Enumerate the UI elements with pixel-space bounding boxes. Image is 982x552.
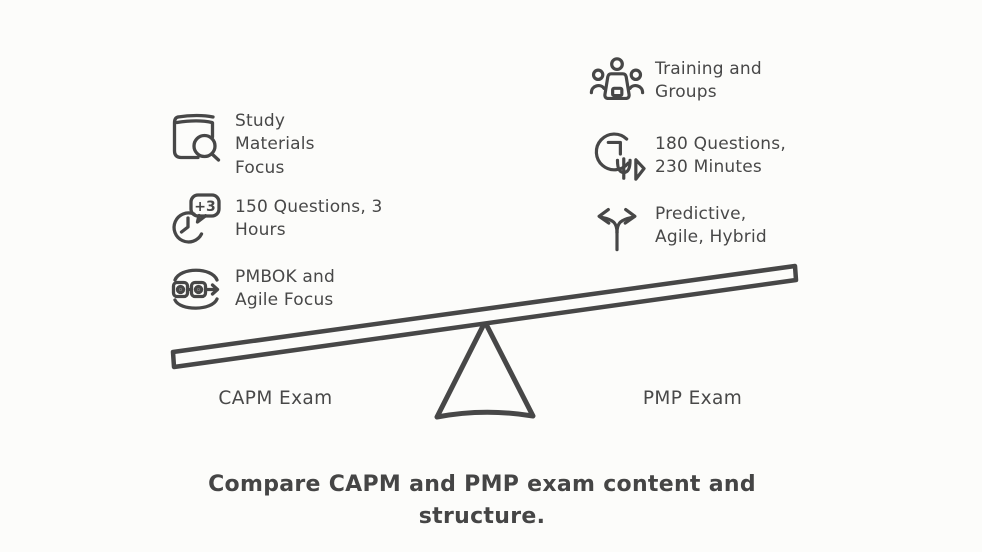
plus-3-badge: +3 xyxy=(194,199,215,215)
book-search-icon xyxy=(166,106,226,166)
feature-label: 150 Questions, 3 Hours xyxy=(235,197,383,241)
process-cycle-icon xyxy=(166,258,226,318)
feature-item-training-groups: Training and Groups xyxy=(588,54,762,112)
clock-plus-3-icon: +3 xyxy=(166,188,226,248)
feature-label: Training and Groups xyxy=(655,59,762,103)
training-group-icon xyxy=(588,54,646,112)
feature-label: PMBOK and Agile Focus xyxy=(235,267,335,311)
pmp-exam-label: PMP Exam xyxy=(642,388,743,409)
feature-item-study-materials: Study Materials Focus xyxy=(166,106,315,180)
feature-item-predictive-agile-hybrid: Predictive, Agile, Hybrid xyxy=(588,196,767,254)
branching-paths-icon xyxy=(588,196,646,254)
feature-label: Study Materials Focus xyxy=(235,111,315,178)
seesaw-fulcrum xyxy=(434,319,536,420)
capm-exam-label: CAPM Exam xyxy=(218,388,333,409)
feature-label: Predictive, Agile, Hybrid xyxy=(655,204,767,248)
exam-clock-icon xyxy=(588,126,646,184)
feature-item-pmbok-agile: PMBOK and Agile Focus xyxy=(166,258,335,318)
feature-item-180-questions: 180 Questions, 230 Minutes xyxy=(588,126,786,184)
caption-text: Compare CAPM and PMP exam content and st… xyxy=(208,472,756,529)
feature-item-150-questions: +3 150 Questions, 3 Hours xyxy=(166,188,383,248)
feature-label: 180 Questions, 230 Minutes xyxy=(655,134,786,178)
